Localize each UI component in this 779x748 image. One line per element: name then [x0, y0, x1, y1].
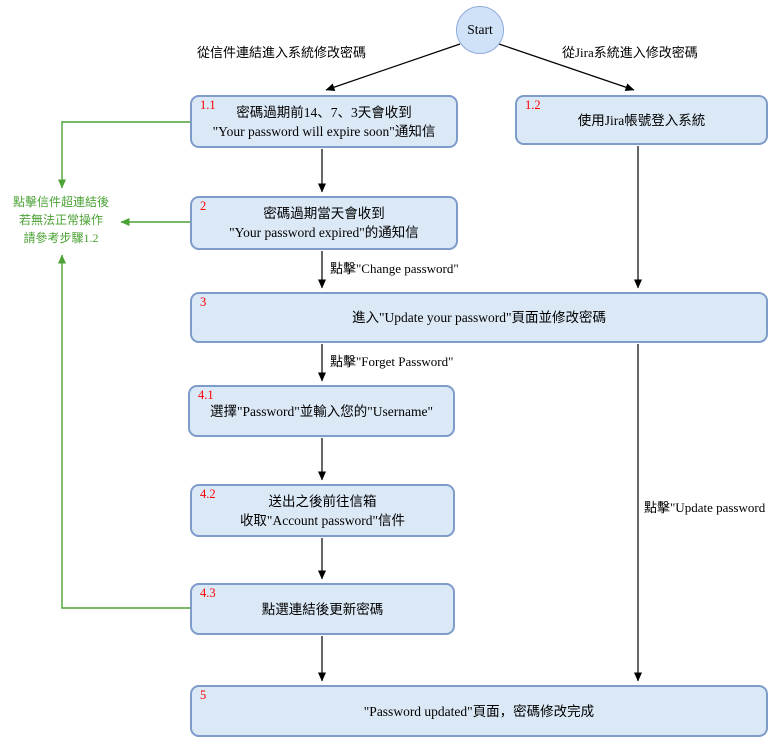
node-2-text-line2: "Your password expired"的通知信	[229, 225, 419, 240]
node-4-2-number: 4.2	[200, 487, 216, 501]
node-4-2: 4.2 送出之後前往信箱 收取"Account password"信件	[190, 484, 455, 537]
node-1-2-number: 1.2	[525, 98, 541, 112]
node-1-1-number: 1.1	[200, 98, 216, 112]
edge-4-3-to-note	[58, 254, 190, 609]
note-green: 點擊信件超連結後 若無法正常操作 請參考步驟1.2	[4, 193, 118, 247]
start-node: Start	[456, 6, 504, 54]
node-4-1-number: 4.1	[198, 388, 214, 402]
node-2: 2 密碼過期當天會收到 "Your password expired"的通知信	[190, 196, 458, 250]
edge-label-update-password: 點擊"Update password	[644, 500, 766, 515]
node-5-text-line1: "Password updated"頁面，密碼修改完成	[363, 703, 595, 719]
node-2-number: 2	[200, 199, 207, 213]
note-line3: 請參考步驟1.2	[23, 231, 99, 245]
edge-label-change-password: 點擊"Change password"	[330, 261, 459, 276]
node-3-number: 3	[200, 295, 207, 309]
node-1-2: 1.2 使用Jira帳號登入系統	[515, 95, 768, 145]
node-2-text-line1: 密碼過期當天會收到	[263, 206, 385, 221]
edge-start-to-1-2	[498, 43, 635, 92]
edge-start-to-1-1	[325, 43, 461, 92]
note-line1: 點擊信件超連結後	[12, 195, 109, 209]
branch-label-jira: 從Jira系統進入修改密碼	[562, 45, 698, 60]
edge-label-forget-password: 點擊"Forget Password"	[330, 354, 454, 369]
node-1-1-text-line1: 密碼過期前14、7、3天會收到	[236, 104, 412, 120]
node-4-2-text-line2: 收取"Account password"信件	[239, 512, 406, 528]
node-4-1-text-line1: 選擇"Password"並輸入您的"Username"	[209, 403, 434, 419]
node-4-3-text-line1: 點選連結後更新密碼	[261, 601, 384, 617]
node-3: 3 進入"Update your password"頁面並修改密碼	[190, 292, 768, 343]
note-line2: 若無法正常操作	[18, 213, 103, 227]
node-4-3: 4.3 點選連結後更新密碼	[190, 583, 455, 635]
node-1-2-text-line1: 使用Jira帳號登入系統	[577, 112, 706, 128]
branch-label-email: 從信件連結進入系統修改密碼	[197, 45, 367, 60]
node-3-text-line1: 進入"Update your password"頁面並修改密碼	[352, 310, 606, 325]
node-4-1: 4.1 選擇"Password"並輸入您的"Username"	[188, 385, 455, 437]
node-5: 5 "Password updated"頁面，密碼修改完成	[190, 685, 768, 737]
node-5-number: 5	[200, 688, 207, 702]
node-4-3-number: 4.3	[200, 586, 216, 600]
edge-1-1-to-note	[58, 121, 190, 189]
start-label: Start	[467, 22, 493, 37]
node-1-1-text-line2: "Your password will expire soon"通知信	[212, 123, 436, 139]
node-1-1: 1.1 密碼過期前14、7、3天會收到 "Your password will …	[190, 95, 458, 148]
node-4-2-text-line1: 送出之後前往信箱	[268, 493, 377, 509]
